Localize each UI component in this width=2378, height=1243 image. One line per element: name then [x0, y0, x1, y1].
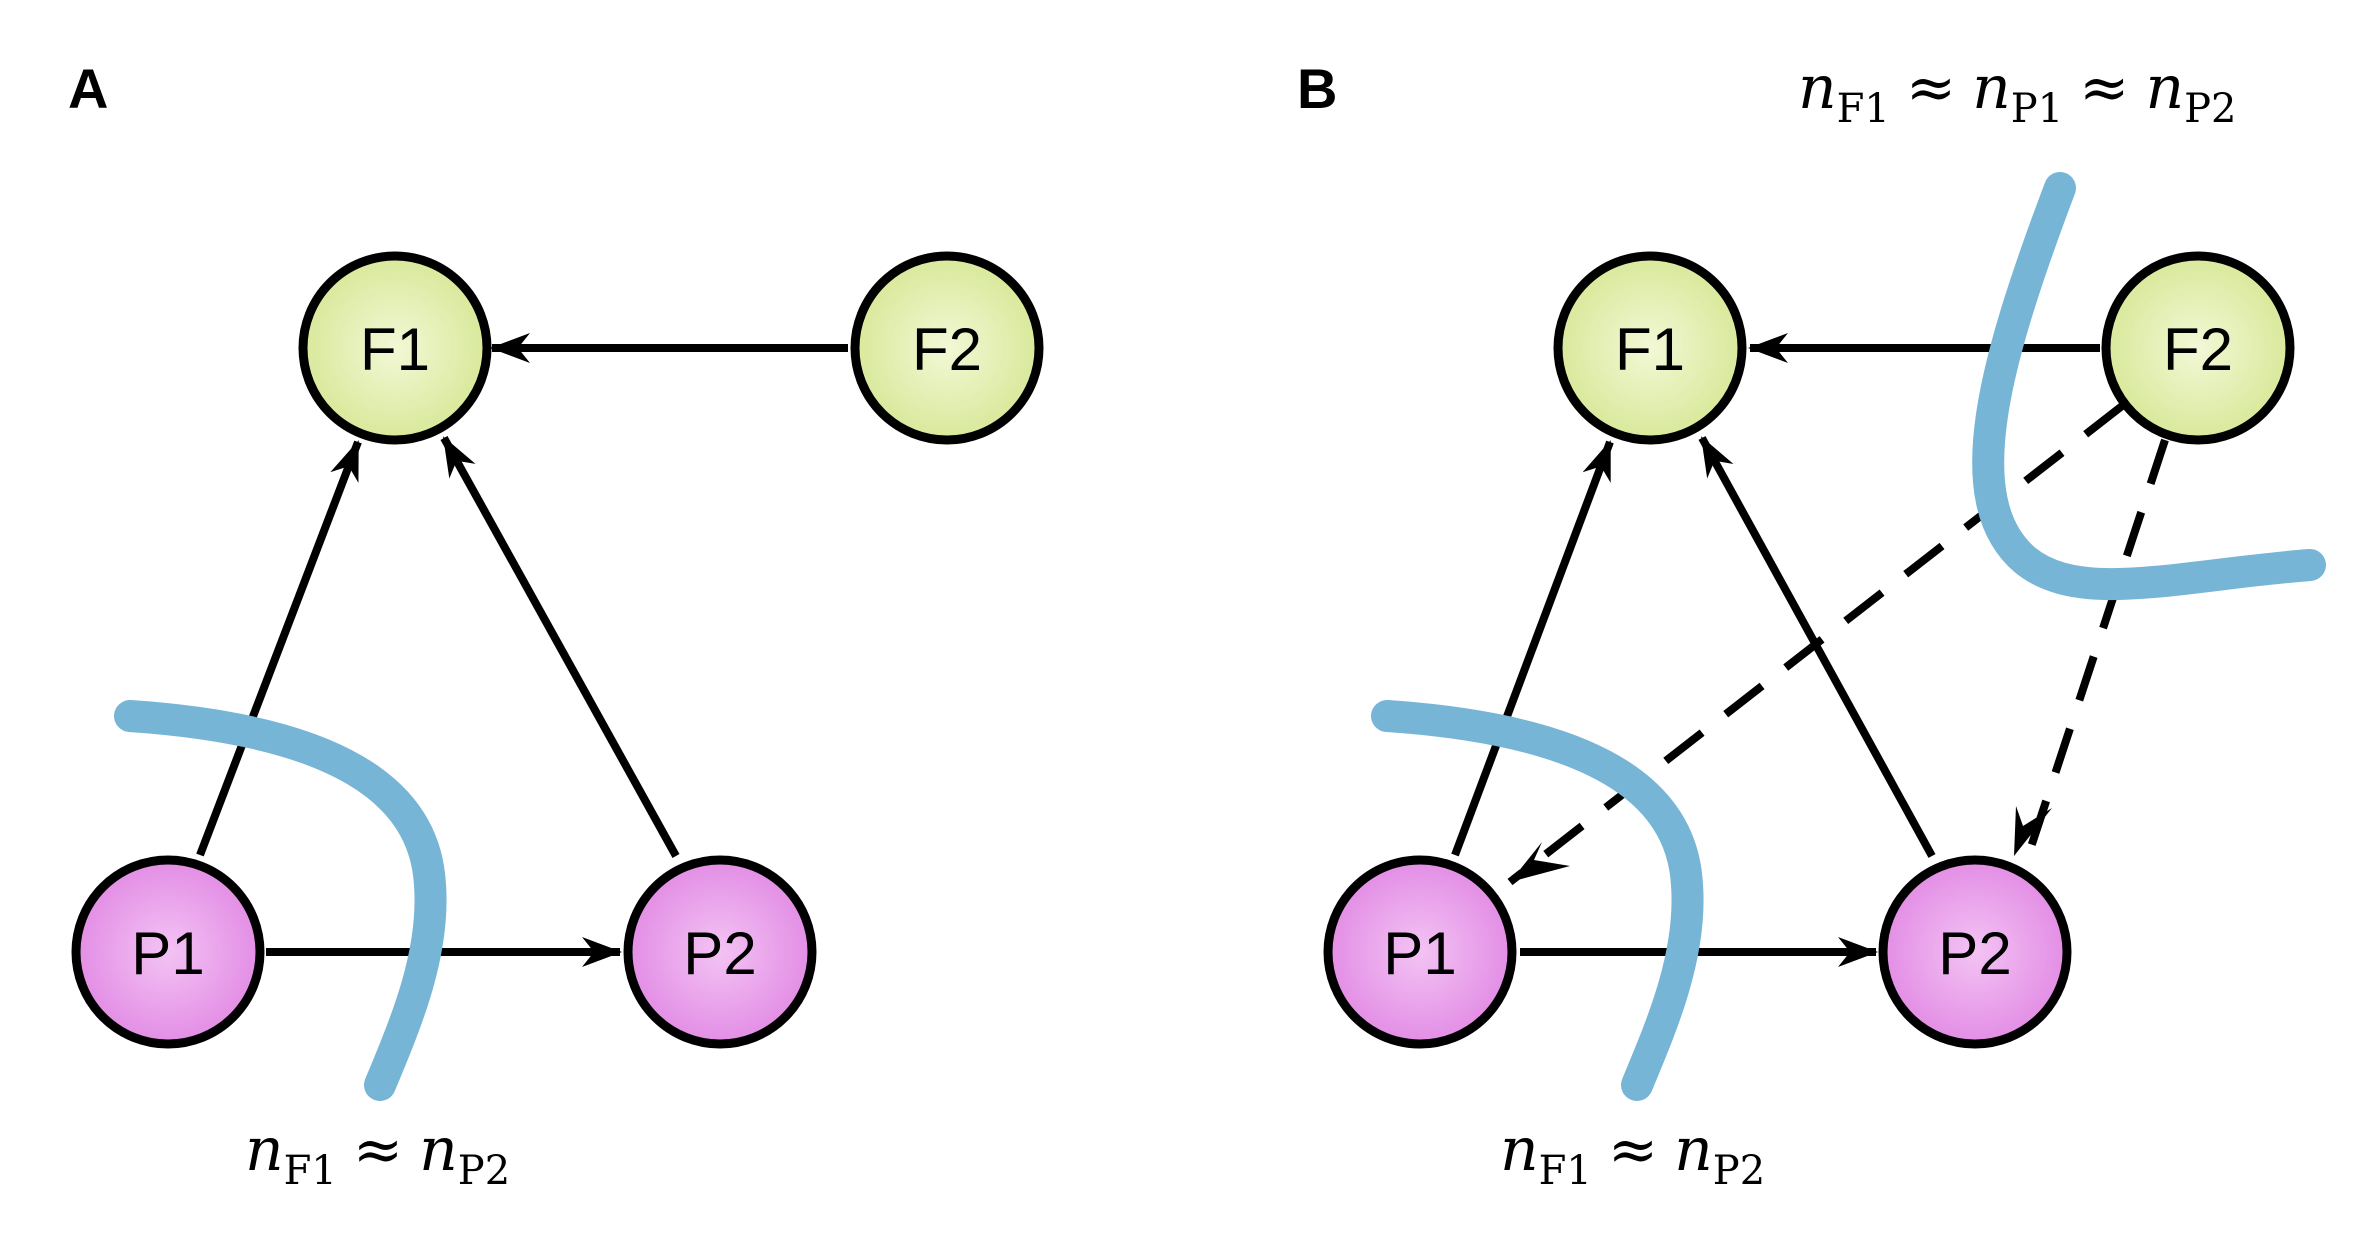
panel-label-b: B [1297, 57, 1337, 120]
node-f2-b: F2 [2101, 251, 2295, 445]
node-f2: F2 [850, 251, 1044, 445]
node-p2-b: P2 [1878, 855, 2072, 1049]
arrowhead-f2-to-p1 [1510, 842, 1570, 882]
edge-f2-to-p2-dashed [2026, 438, 2169, 852]
node-f1: F1 [298, 251, 492, 445]
node-label-f1-b: F1 [1615, 316, 1685, 383]
panel-a: A F1 F2 P1 P2 nF1≈nP2 [68, 57, 1044, 1194]
node-label-p1-b: P1 [1383, 920, 1456, 987]
node-label-f2-b: F2 [2163, 316, 2233, 383]
node-label-f1: F1 [360, 316, 430, 383]
node-f1-b: F1 [1553, 251, 1747, 445]
edge-p2-to-f1 [440, 436, 680, 858]
cut-line-a [114, 700, 447, 1101]
panel-b: B F1 F2 P1 P2 nF1≈nP2 [1297, 53, 2326, 1194]
node-label-f2: F2 [912, 316, 982, 383]
panel-label-a: A [68, 57, 108, 120]
constraint-b-bottom: nF1≈nP2 [1500, 1115, 1765, 1194]
cut-line-b-top [1972, 172, 2326, 601]
constraint-a: nF1≈nP2 [245, 1115, 510, 1194]
node-label-p2-b: P2 [1938, 920, 2011, 987]
node-p1: P1 [71, 855, 265, 1049]
constraint-b-top: nF1≈nP1≈nP2 [1798, 53, 2236, 132]
cut-line-b-bottom [1371, 700, 1704, 1101]
node-label-p1: P1 [131, 920, 204, 987]
edge-p1-to-f1-b [1451, 440, 1614, 857]
arrowhead-f2-to-p2 [2014, 806, 2052, 856]
edge-f2-to-p1-dashed [1507, 402, 2125, 886]
edge-p1-to-f1 [196, 440, 362, 857]
node-p1-b: P1 [1323, 855, 1517, 1049]
node-p2: P2 [623, 855, 817, 1049]
node-label-p2: P2 [683, 920, 756, 987]
